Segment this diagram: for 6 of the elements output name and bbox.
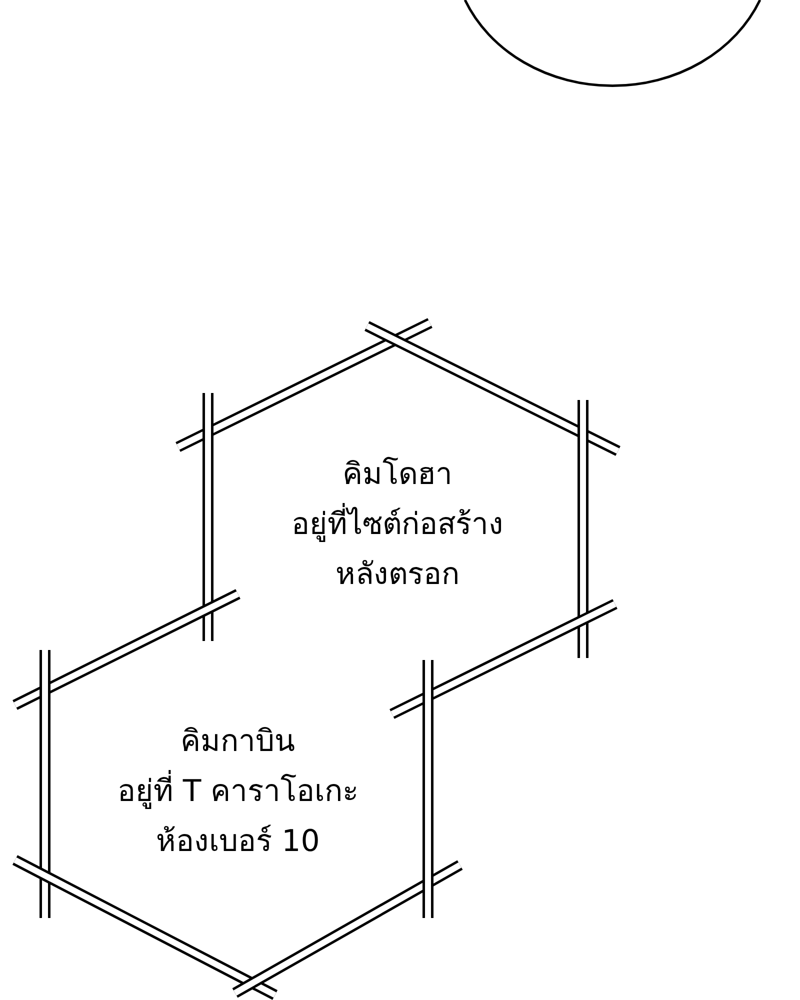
caption-text: หลังตรอก: [336, 556, 460, 594]
caption-text: ห้องเบอร์ 10: [156, 823, 320, 861]
caption-text: คิมโดฮา: [342, 456, 452, 494]
caption-text: อยู่ที่ T คาราโอเกะ: [117, 767, 359, 817]
caption-text: คิมกาบิน: [180, 723, 296, 761]
caption-text: อยู่ที่ไซต์ก่อสร้าง: [292, 500, 504, 550]
